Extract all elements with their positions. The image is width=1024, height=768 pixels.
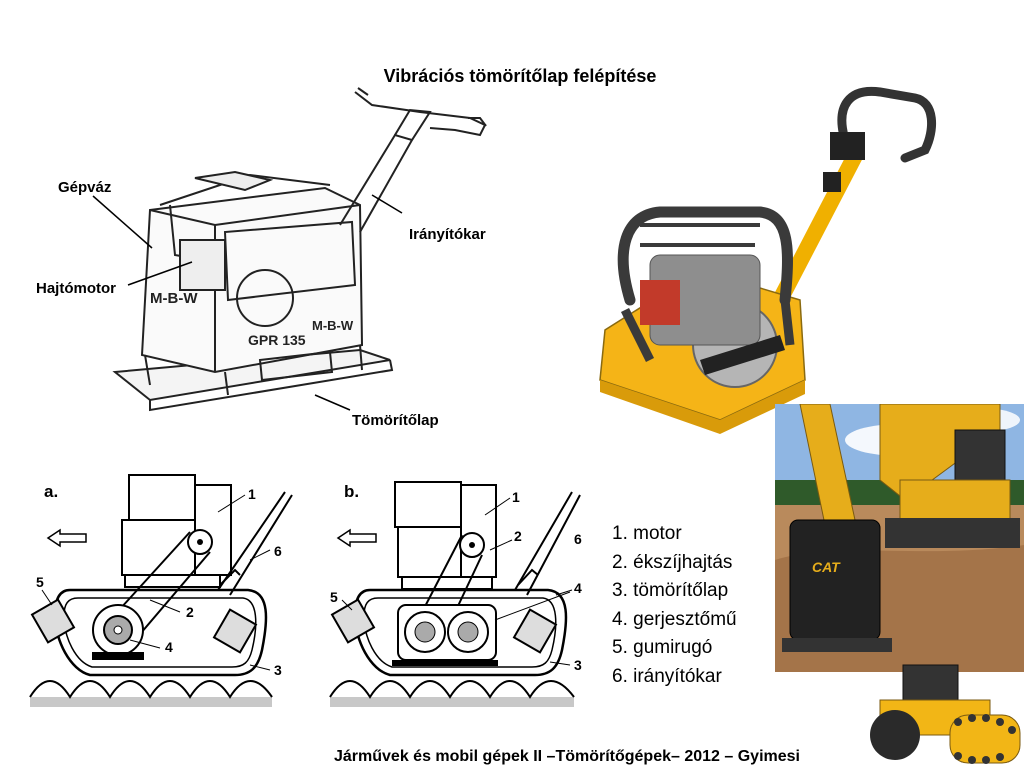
- legend-item-plate: 3. tömörítőlap: [612, 580, 729, 601]
- schematic-b-num-4: 4: [574, 580, 582, 596]
- schematic-a-caption: a.: [44, 482, 58, 501]
- schematic-a-num-3: 3: [274, 662, 282, 678]
- component-legend: 1. motor 2. ékszíjhajtás 3. tömörítőlap …: [612, 520, 737, 691]
- legend-item-handle: 6. irányítókar: [612, 665, 722, 687]
- label-handle: Irányítókar: [409, 226, 486, 243]
- legend-item-belt-drive: 2. ékszíjhajtás: [612, 551, 733, 573]
- legend-item-exciter: 4. gerjesztőmű: [612, 608, 737, 630]
- label-plate: Tömörítőlap: [352, 412, 439, 429]
- schematic-b-num-3: 3: [574, 657, 582, 673]
- schematic-b-num-5: 5: [330, 589, 338, 605]
- schematic-a-num-6: 6: [274, 543, 282, 559]
- schematic-a-num-2: 2: [186, 604, 194, 620]
- label-drive-motor: Hajtómotor: [36, 280, 116, 297]
- page-footer: Járművek és mobil gépek II –Tömörítőgépe…: [334, 748, 800, 765]
- schematic-b-caption: b.: [344, 482, 359, 501]
- brand-marking-side: M-B-W: [150, 290, 198, 307]
- legend-item-rubber-spring: 5. gumirugó: [612, 637, 713, 658]
- schematic-a-num-5: 5: [36, 574, 44, 590]
- schematic-a-num-1: 1: [248, 486, 256, 502]
- excavator-badge: CAT: [812, 559, 841, 575]
- legend-item-motor: 1. motor: [612, 523, 682, 544]
- schematic-a-num-4: 4: [165, 639, 173, 655]
- schematic-b-num-2: 2: [514, 528, 522, 544]
- schematic-b-num-1: 1: [512, 489, 520, 505]
- schematic-b-num-6: 6: [574, 531, 582, 547]
- label-frame: Gépváz: [58, 179, 112, 196]
- page-title: Vibrációs tömörítőlap felépítése: [383, 66, 657, 86]
- model-marking: GPR 135: [248, 332, 306, 348]
- brand-marking-front: M-B-W: [312, 318, 354, 333]
